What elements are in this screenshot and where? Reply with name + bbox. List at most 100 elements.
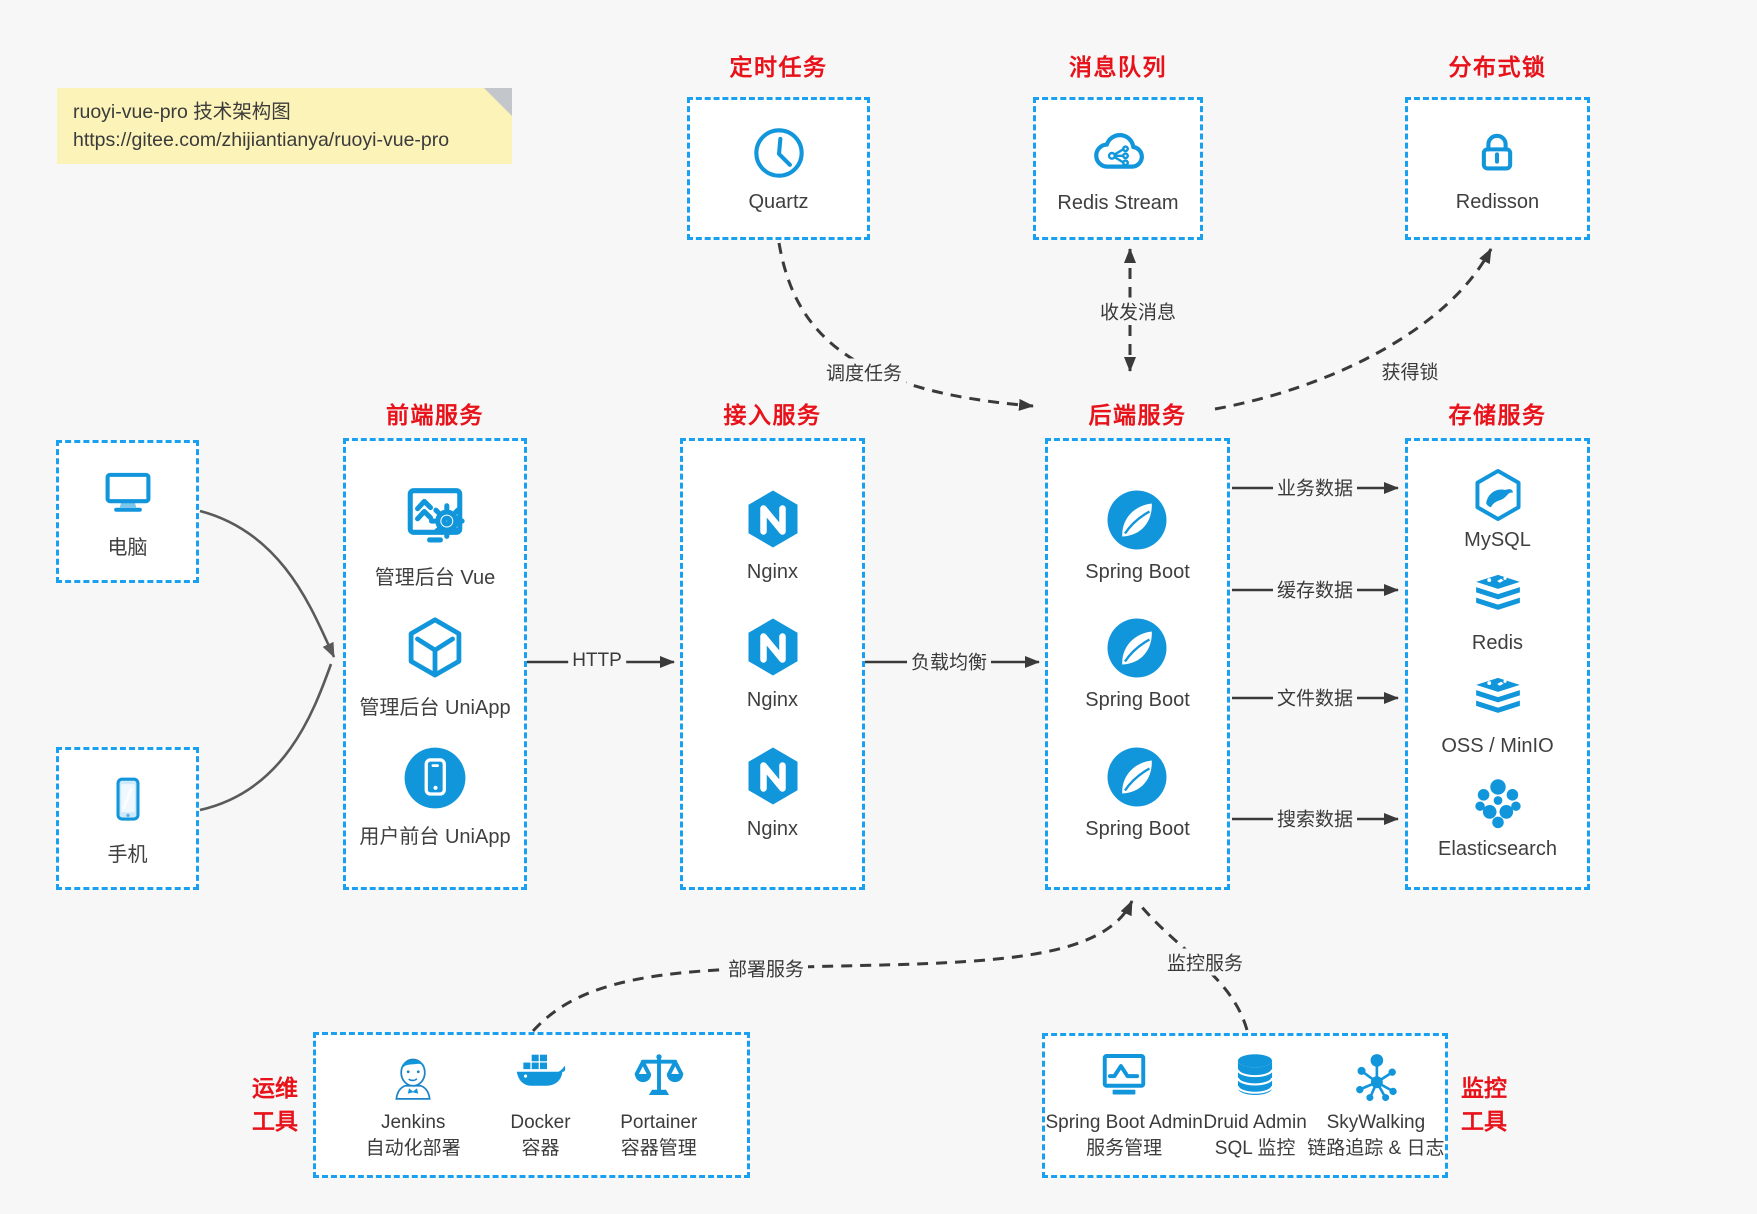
group-title-scheduler: 定时任务 — [729, 54, 828, 80]
note-url: https://gitee.com/zhijiantianya/ruoyi-vu… — [73, 129, 450, 151]
spring-leaf-icon — [1105, 616, 1169, 680]
node-springboot-1: Spring Boot — [1085, 488, 1190, 584]
node-label: 管理后台 UniApp — [359, 697, 511, 719]
spring-leaf-icon — [1105, 745, 1169, 809]
box-ops-tools: Jenkins 自动化部署 Docker 容器 Portainer 容器管理 — [313, 1032, 750, 1178]
box-lock: Redisson — [1405, 97, 1590, 240]
edge-label-business-data: 业务数据 — [1272, 473, 1358, 501]
node-desc: 容器 — [521, 1137, 560, 1159]
node-springboot-3: Spring Boot — [1085, 745, 1190, 841]
edge-acquire-lock — [1214, 248, 1493, 411]
node-admin-vue: 管理后台 Vue — [375, 480, 495, 590]
node-nginx-3: Nginx — [741, 745, 805, 841]
note-title: ruoyi-vue-pro 技术架构图 — [73, 101, 291, 123]
edge-label-file-data: 文件数据 — [1272, 683, 1358, 711]
box-backend: Spring Boot Spring Boot Spring Boot — [1045, 438, 1230, 890]
nginx-icon — [741, 745, 805, 809]
desktop-icon — [99, 464, 157, 522]
jenkins-butler-icon — [385, 1049, 441, 1105]
box-scheduler: Quartz — [687, 97, 870, 240]
sticky-note: ruoyi-vue-pro 技术架构图 https://gitee.com/zh… — [57, 88, 512, 164]
group-title-mq: 消息队列 — [1069, 54, 1167, 80]
node-spring-boot-admin: Spring Boot Admin 服务管理 — [1045, 1049, 1203, 1161]
node-label: 用户前台 UniApp — [359, 825, 511, 848]
group-title-lock: 分布式锁 — [1448, 54, 1547, 80]
nginx-icon — [741, 616, 805, 680]
mysql-dolphin-icon — [1470, 467, 1526, 523]
node-name: Spring Boot Admin — [1045, 1112, 1203, 1134]
node-desc: 链路追踪 & 日志 — [1307, 1138, 1445, 1159]
network-nodes-icon — [1348, 1049, 1404, 1105]
node-label: Spring Boot — [1085, 560, 1190, 583]
node-oss-minio: OSS / MinIO — [1441, 673, 1554, 758]
node-desc: 服务管理 — [1086, 1138, 1163, 1159]
node-label: Quartz — [748, 190, 809, 213]
box-monitoring-tools: Spring Boot Admin 服务管理 Druid Admin SQL 监… — [1042, 1033, 1448, 1178]
edge-label-http: HTTP — [568, 650, 626, 672]
docker-whale-icon — [512, 1049, 568, 1105]
edge-label-cache-data: 缓存数据 — [1272, 575, 1358, 603]
node-desc: 自动化部署 — [365, 1137, 461, 1159]
group-title-ops: 运维 工具 — [252, 1075, 298, 1134]
node-desc: SQL 监控 — [1214, 1138, 1296, 1159]
group-title-backend: 后端服务 — [1088, 402, 1187, 428]
node-label: Nginx — [746, 817, 799, 840]
node-label: 手机 — [107, 843, 148, 866]
node-nginx-1: Nginx — [741, 488, 805, 584]
node-label: Spring Boot — [1085, 817, 1190, 840]
node-label: Elasticsearch — [1438, 838, 1557, 860]
spring-leaf-icon — [1105, 488, 1169, 552]
edge-phone-to-frontend — [199, 663, 333, 812]
lock-icon — [1468, 124, 1526, 182]
admin-screen-gear-icon — [399, 480, 471, 552]
phone-circle-icon — [402, 745, 468, 811]
box-phone: 手机 — [56, 747, 199, 890]
edge-label-search-data: 搜索数据 — [1272, 804, 1358, 832]
node-label: 管理后台 Vue — [374, 566, 496, 589]
edge-deploy — [531, 900, 1134, 1033]
node-name: SkyWalking — [1326, 1112, 1426, 1134]
node-redis: Redis — [1470, 570, 1526, 655]
box-storage: MySQL Redis OSS / MinIO Elasticsearch — [1405, 438, 1590, 890]
scales-icon — [631, 1049, 687, 1105]
group-title-storage: 存储服务 — [1448, 402, 1547, 428]
edge-label-schedule: 调度任务 — [821, 358, 907, 386]
node-phone: 手机 — [99, 771, 157, 867]
node-label: Redisson — [1455, 190, 1540, 213]
node-nginx-2: Nginx — [741, 616, 805, 712]
edge-label-deploy: 部署服务 — [723, 954, 809, 982]
node-jenkins: Jenkins 自动化部署 — [366, 1049, 461, 1161]
box-frontend: 管理后台 Vue 管理后台 UniApp 用户前台 UniApp — [343, 438, 527, 890]
elasticsearch-cluster-icon — [1470, 776, 1526, 832]
node-name: Docker — [510, 1111, 571, 1133]
node-elasticsearch: Elasticsearch — [1438, 776, 1557, 861]
node-user-uniapp: 用户前台 UniApp — [359, 745, 511, 849]
node-skywalking: SkyWalking 链路追踪 & 日志 — [1307, 1049, 1445, 1161]
node-name: Portainer — [620, 1111, 698, 1133]
edge-label-monitor: 监控服务 — [1162, 948, 1248, 976]
edge-computer-to-frontend — [199, 509, 336, 658]
node-label: Redis Stream — [1057, 191, 1179, 214]
node-admin-uniapp: 管理后台 UniApp — [359, 614, 511, 720]
node-docker: Docker 容器 — [510, 1049, 571, 1161]
box-computer: 电脑 — [56, 440, 199, 583]
node-computer: 电脑 — [99, 464, 157, 560]
node-redis-stream: Redis Stream — [1057, 123, 1179, 215]
nginx-icon — [741, 488, 805, 552]
node-label: Redis — [1471, 632, 1524, 654]
edge-label-messages: 收发消息 — [1095, 297, 1181, 325]
cube-icon — [401, 614, 469, 682]
node-label: MySQL — [1464, 529, 1531, 551]
node-springboot-2: Spring Boot — [1085, 616, 1190, 712]
node-name: Druid Admin — [1203, 1112, 1307, 1134]
database-icon — [1227, 1049, 1283, 1105]
edge-label-load-balance: 负载均衡 — [906, 647, 992, 675]
mobile-icon — [99, 771, 157, 829]
group-title-gateway: 接入服务 — [723, 402, 822, 428]
node-druid-admin: Druid Admin SQL 监控 — [1203, 1049, 1307, 1161]
box-mq: Redis Stream — [1033, 97, 1203, 240]
clock-icon — [750, 124, 808, 182]
node-label: Nginx — [746, 560, 799, 583]
redis-stack-icon — [1470, 570, 1526, 626]
node-label: OSS / MinIO — [1441, 735, 1554, 757]
